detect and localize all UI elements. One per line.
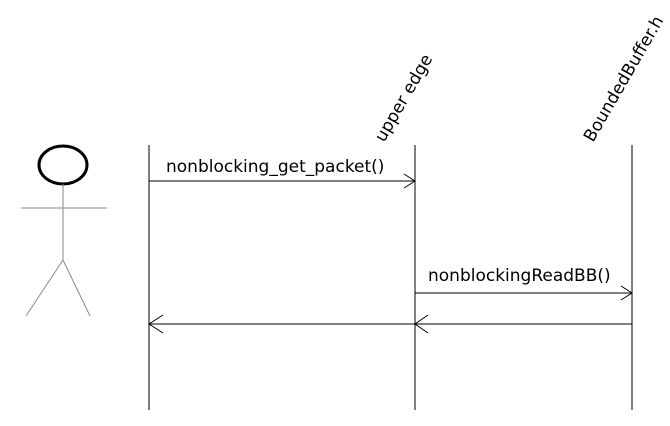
return-message-bb-to-upper bbox=[414, 314, 632, 334]
actor-figure bbox=[21, 144, 107, 317]
actor-right-leg bbox=[62, 259, 91, 317]
arrowhead-open bbox=[148, 314, 164, 334]
return-message-upper-to-actor bbox=[148, 314, 415, 334]
actor-left-leg bbox=[25, 259, 64, 317]
lifeline-label-upper-edge: upper edge bbox=[371, 51, 437, 146]
message-nonblocking-read-bb: nonblockingReadBB() bbox=[415, 266, 633, 301]
message-label: nonblocking_get_packet() bbox=[166, 157, 384, 177]
actor-head bbox=[37, 144, 89, 186]
lifeline-label-bounded-buffer: BoundedBuffer.h bbox=[580, 13, 668, 146]
arrowhead-open bbox=[403, 173, 416, 189]
arrowhead-open bbox=[620, 285, 633, 301]
message-label: nonblockingReadBB() bbox=[428, 266, 611, 286]
message-nonblocking-get-packet: nonblocking_get_packet() bbox=[149, 157, 416, 189]
